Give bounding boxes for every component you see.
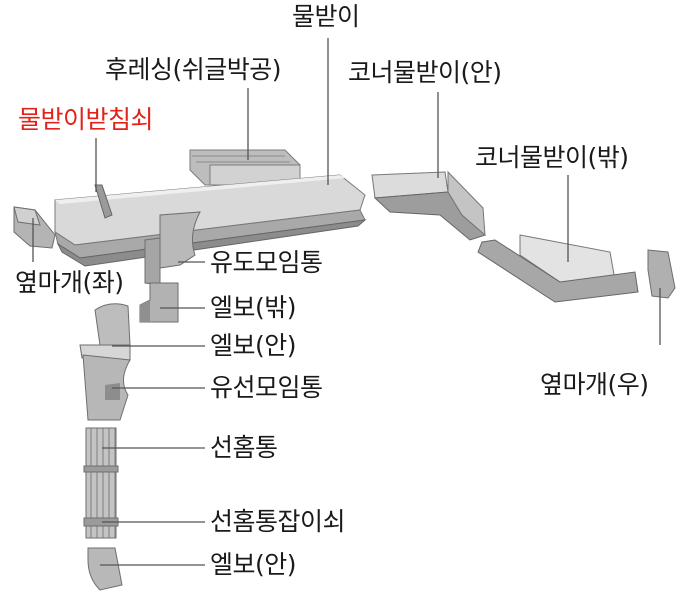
label-outlet: 유도모임통 [210,248,323,277]
downpipe-part [83,427,119,539]
elbow-bottom-part [87,547,123,591]
label-hanger: 물받이받침쇠 [18,105,154,134]
corner-outer-part [477,234,639,303]
label-elbow-bottom: 엘보(안) [210,550,297,579]
label-end-cap-right: 옆마개(우) [540,370,649,399]
label-downpipe: 선홈통 [210,433,278,462]
label-corner-outer: 코너물받이(밖) [475,143,629,172]
elbow-out-part [139,282,179,323]
corner-inner-part [371,170,486,241]
end-cap-left-part [13,206,56,249]
collector-part [82,354,131,421]
label-end-cap-left: 옆마개(좌) [15,268,124,297]
label-pipe-clip: 선홈통잡이쇠 [210,507,346,536]
leader-lines [32,38,661,566]
end-cap-right-part [647,249,676,299]
label-collector: 유선모임통 [210,373,323,402]
label-corner-inner: 코너물받이(안) [348,58,502,87]
label-flashing: 후레싱(쉬글박공) [105,55,282,84]
label-gutter: 물받이 [292,2,360,31]
gutter-part [54,174,367,267]
label-elbow-in: 엘보(안) [210,331,297,360]
elbow-in-upper-part [79,303,131,361]
label-elbow-out: 엘보(밖) [210,293,297,322]
hanger-part [94,184,113,219]
